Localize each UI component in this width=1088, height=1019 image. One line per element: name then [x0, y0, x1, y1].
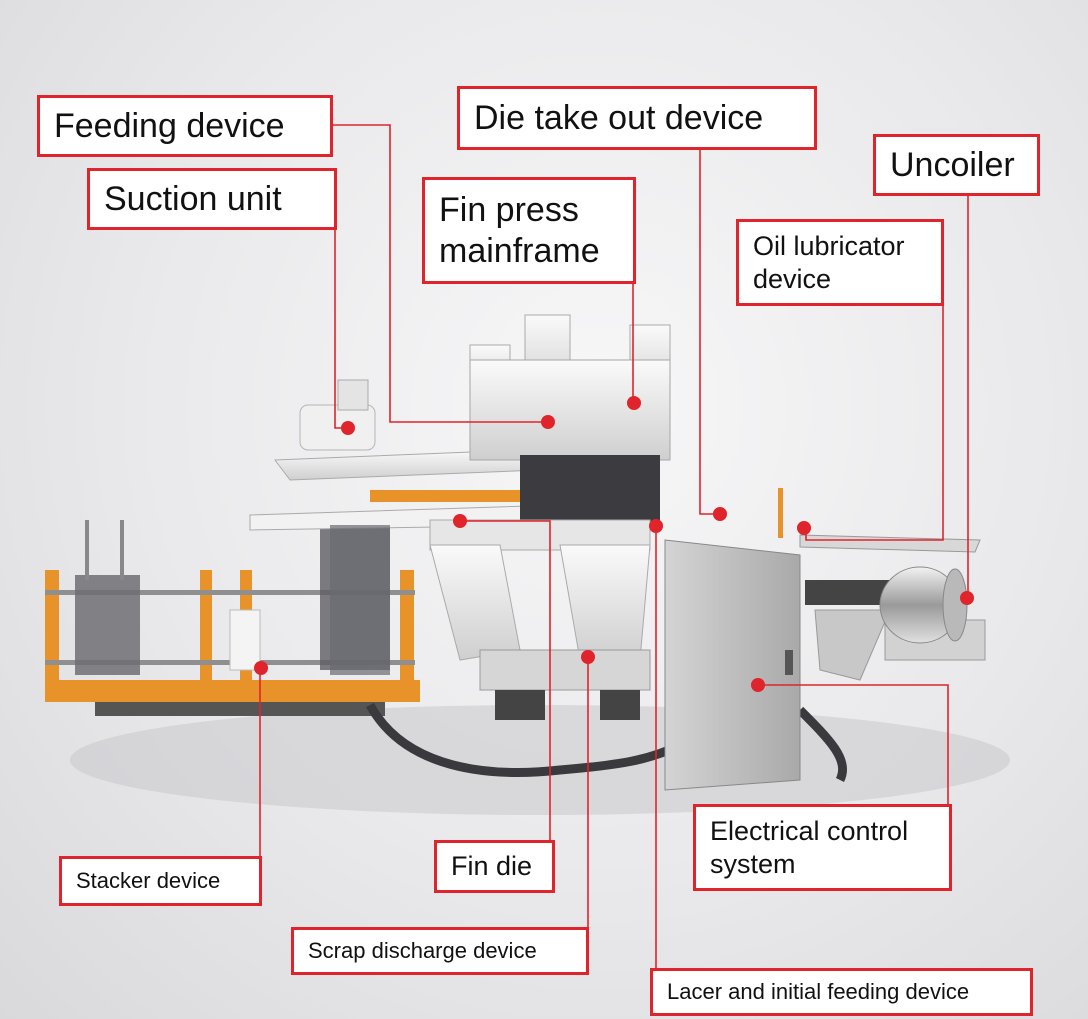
fin-press-mainframe-illustration	[429, 314, 671, 720]
dot-feeding-device	[541, 415, 555, 429]
dot-suction-unit	[341, 421, 355, 435]
label-fin-die: Fin die	[434, 840, 555, 893]
dot-die-take-out	[713, 507, 727, 521]
label-oil-lubricator-device: Oil lubricator device	[736, 219, 944, 306]
dot-fin-press-mainframe	[627, 396, 641, 410]
hose-illustration	[366, 702, 683, 777]
electrical-cabinet-illustration	[664, 539, 801, 791]
dot-fin-die	[453, 514, 467, 528]
dot-oil-lubricator	[797, 521, 811, 535]
leader-fin-die	[460, 520, 551, 840]
label-suction-unit: Suction unit	[87, 168, 337, 230]
label-fin-press-mainframe: Fin press mainframe	[422, 177, 636, 284]
leader-electrical-control	[758, 684, 949, 804]
uncoiler-illustration	[778, 488, 986, 681]
label-electrical-control-system: Electrical control system	[693, 804, 952, 891]
label-lacer-and-initial-feeding-device: Lacer and initial feeding device	[650, 968, 1033, 1016]
dot-scrap-discharge	[581, 650, 595, 664]
label-uncoiler: Uncoiler	[873, 134, 1040, 196]
callout-dots	[254, 396, 974, 692]
label-feeding-device: Feeding device	[37, 95, 333, 157]
label-stacker-device: Stacker device	[59, 856, 262, 906]
dot-lacer	[649, 519, 663, 533]
leader-lines	[259, 124, 969, 968]
dot-electrical-control	[751, 678, 765, 692]
dot-uncoiler	[960, 591, 974, 605]
leader-feeding-device	[333, 124, 548, 423]
label-scrap-discharge-device: Scrap discharge device	[291, 927, 589, 975]
leader-oil-lubricator	[805, 305, 944, 541]
floor-shadow	[70, 705, 1010, 815]
label-die-take-out-device: Die take out device	[457, 86, 817, 150]
leader-die-take-out	[699, 148, 718, 515]
dot-stacker	[254, 661, 268, 675]
